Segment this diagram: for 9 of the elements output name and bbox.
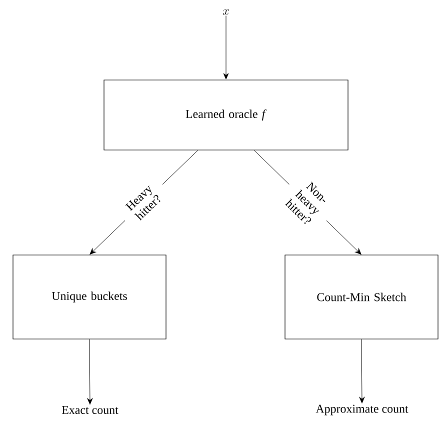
process-box: Unique buckets bbox=[12, 254, 166, 340]
arrow bbox=[223, 16, 229, 80]
output-label: Approximate count bbox=[316, 404, 408, 416]
process-box: Count-Min Sketch bbox=[284, 254, 438, 340]
arrow bbox=[359, 339, 365, 404]
input-variable: $x$ bbox=[223, 9, 229, 15]
output-label: Exact count bbox=[62, 406, 118, 414]
process-box: Learned oracle f bbox=[104, 80, 348, 150]
arrow bbox=[87, 339, 93, 404]
